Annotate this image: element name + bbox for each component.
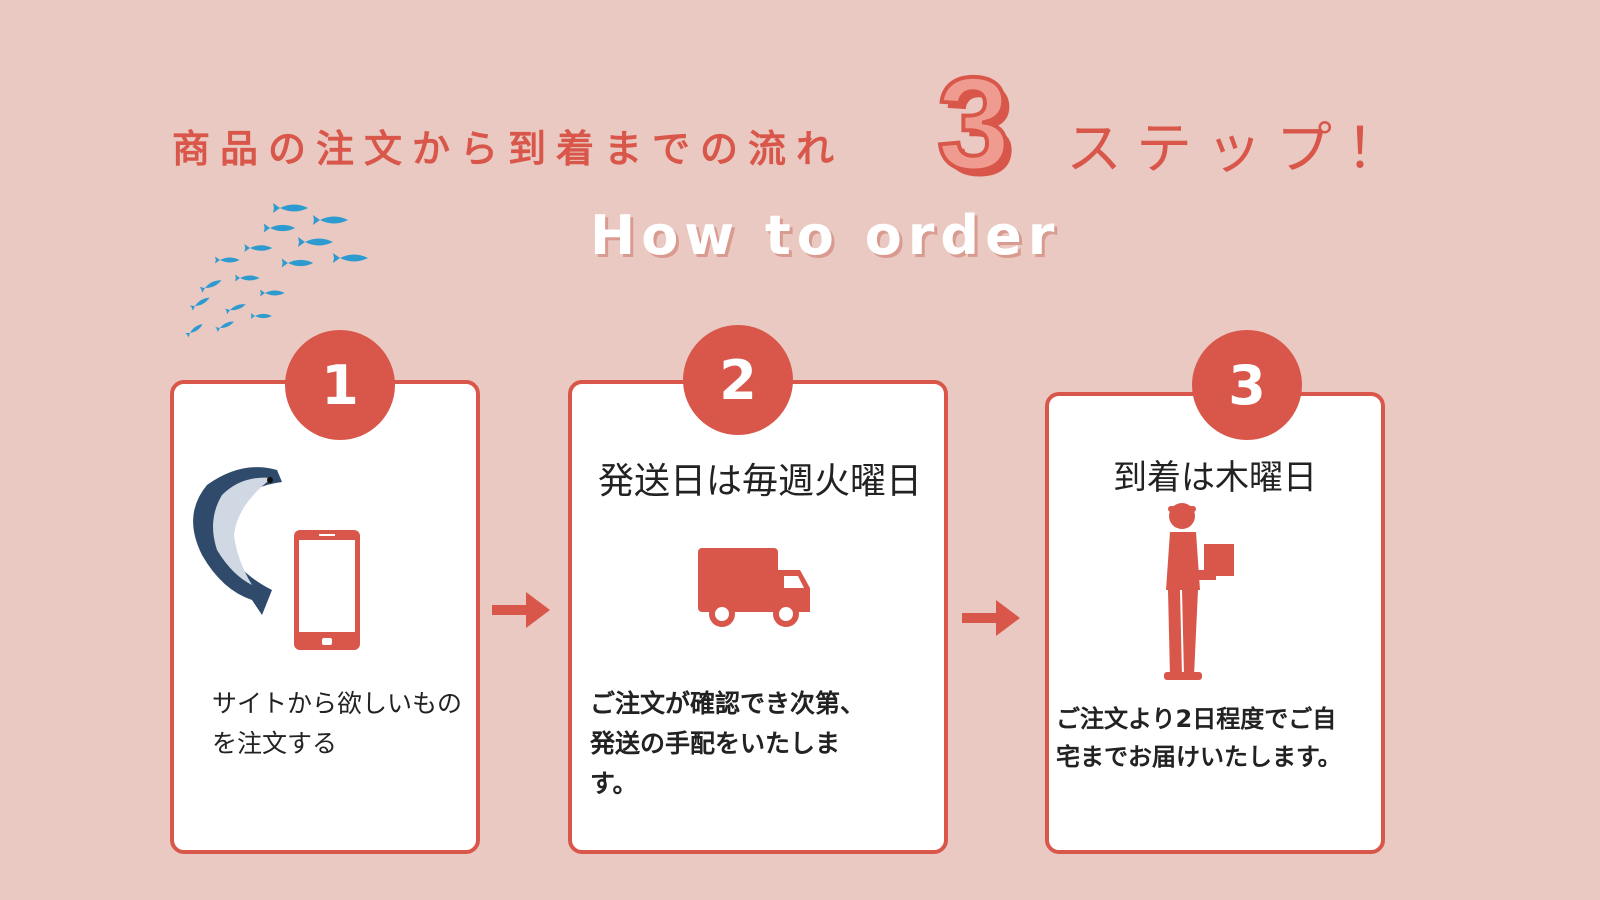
phone-icon (294, 530, 360, 650)
step-1-text: サイトから欲しいもの を注文する (212, 689, 463, 758)
step-3-badge: 3 (1192, 330, 1302, 440)
steps-word: ステップ！ (1066, 117, 1416, 182)
truck-icon (698, 548, 810, 627)
step-2-card (568, 380, 948, 854)
arrow-right-icon (962, 600, 1020, 636)
step-2-badge: 2 (683, 325, 793, 435)
delivery-person-icon (1164, 503, 1234, 680)
step-count-number: 3 (935, 50, 1012, 197)
how-to-order-heading: How to order (590, 204, 1061, 267)
step-3-text: ご注文より2日程度でご自 宅までお届けいたします。 (1056, 705, 1342, 772)
step-3-title: 到着は木曜日 (1113, 458, 1317, 498)
step-1-badge: 1 (285, 330, 395, 440)
fish-icon (193, 467, 282, 615)
fish-school-icon (185, 203, 368, 338)
step-2-title: 発送日は毎週火曜日 (597, 461, 922, 502)
arrow-right-icon (492, 592, 550, 628)
page-title: 商品の注文から到着までの流れ (172, 127, 845, 171)
step-2-text: ご注文が確認でき次第、 発送の手配をいたしま す。 (590, 689, 866, 798)
